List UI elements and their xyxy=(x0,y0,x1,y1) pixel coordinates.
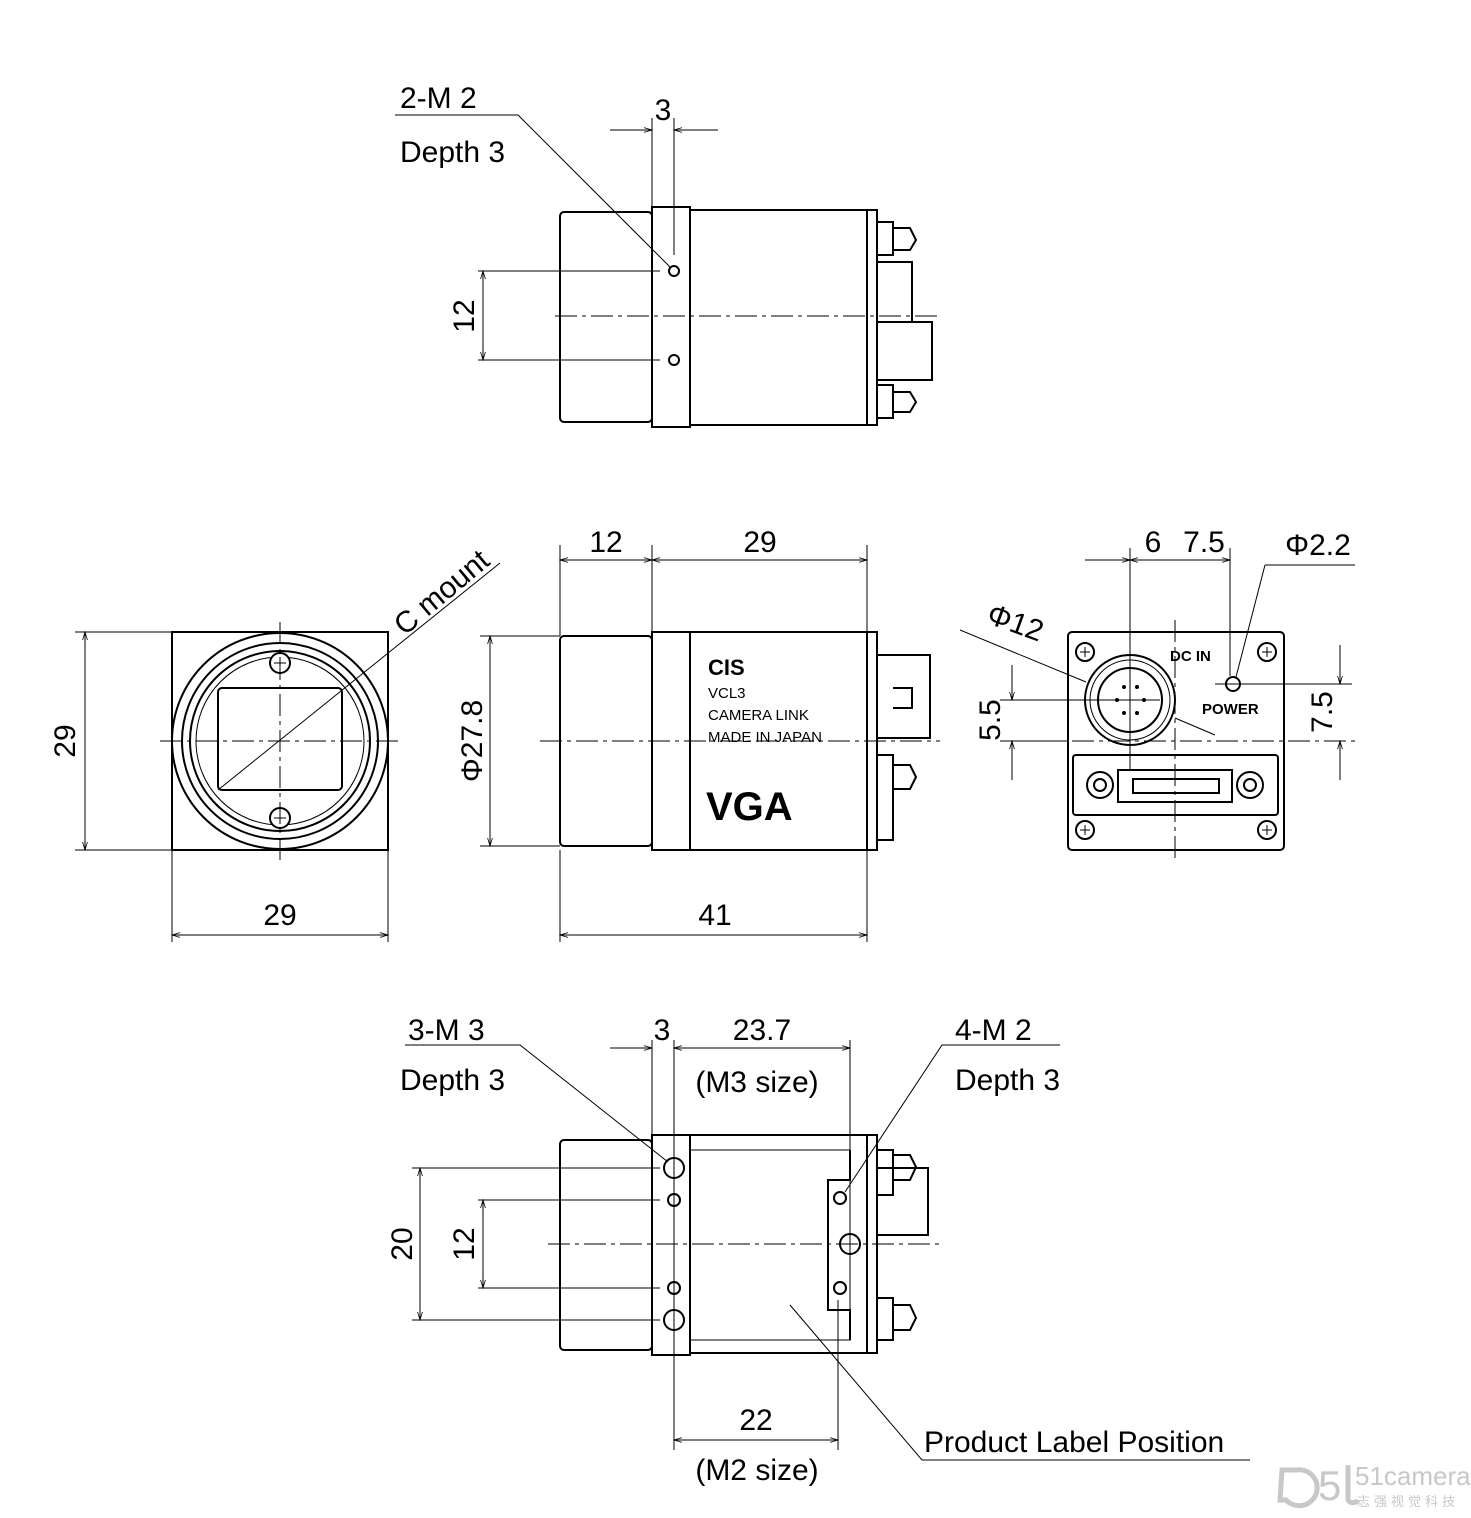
m3-hole xyxy=(839,1233,861,1255)
label-origin: MADE IN JAPAN xyxy=(708,729,822,746)
dim-hole-spacing: 12 xyxy=(448,299,481,332)
dim-m2-span: 22 xyxy=(739,1404,772,1437)
m2-hole xyxy=(833,1281,847,1295)
dc-in-label: DC IN xyxy=(1170,648,1211,665)
m2-depth: Depth 3 xyxy=(955,1064,1060,1097)
m2-hole xyxy=(833,1191,847,1205)
watermark-subtitle: 志强视觉科技 xyxy=(1357,1494,1459,1509)
label-resolution: VGA xyxy=(706,785,793,829)
dim-connector-y: 5.5 xyxy=(974,699,1007,741)
dim-connector-x: 6 xyxy=(1145,526,1162,559)
screw-icons xyxy=(1075,642,1277,840)
label-interface: CAMERA LINK xyxy=(708,707,809,724)
mount-hole xyxy=(668,354,680,366)
dim-width: 29 xyxy=(263,899,296,932)
dim-front: 12 xyxy=(589,526,622,559)
top-view: 2-M 2 Depth 3 3 12 xyxy=(395,82,940,428)
dim-m3-spacing: 20 xyxy=(386,1227,419,1260)
dim-body: 29 xyxy=(743,526,776,559)
dim-offset: 3 xyxy=(655,94,672,127)
dim-connector-diameter: Φ12 xyxy=(983,598,1048,649)
m2-callout: 4-M 2 xyxy=(955,1014,1032,1047)
rear-view: DC IN POWER 6 7.5 Φ2.2 Φ12 5.5 7.5 xyxy=(959,526,1355,860)
m3-depth: Depth 3 xyxy=(400,1064,505,1097)
dim-height: 29 xyxy=(49,724,82,757)
power-label: POWER xyxy=(1202,701,1259,718)
dim-led-diameter: Φ2.2 xyxy=(1285,529,1351,562)
dim-m2-spacing: 12 xyxy=(448,1227,481,1260)
side-view: CIS VCL3 CAMERA LINK MADE IN JAPAN VGA 1… xyxy=(456,526,940,942)
mount-label: C mount xyxy=(388,543,497,642)
dim-length: 41 xyxy=(698,899,731,932)
dim-m2-note: (M2 size) xyxy=(695,1454,818,1487)
watermark-number: 5 xyxy=(1318,1462,1341,1509)
watermark-brand: 51camera xyxy=(1355,1461,1471,1491)
dim-m3-span: 23.7 xyxy=(733,1014,791,1047)
bottom-view: 3-M 3 Depth 3 4-M 2 Depth 3 3 23.7 (M3 s… xyxy=(386,1014,1250,1487)
hole-depth: Depth 3 xyxy=(400,136,505,169)
dim-offset: 3 xyxy=(654,1014,671,1047)
dim-led-x: 7.5 xyxy=(1183,526,1225,559)
label-position-note: Product Label Position xyxy=(924,1426,1224,1459)
dim-diameter: Φ27.8 xyxy=(456,700,489,782)
front-view: 29 29 C mount xyxy=(49,543,501,942)
mount-hole xyxy=(668,265,680,277)
m3-callout: 3-M 3 xyxy=(408,1014,485,1047)
dim-led-y: 7.5 xyxy=(1306,691,1339,733)
hole-callout: 2-M 2 xyxy=(400,82,477,115)
watermark-logo: 5 51camera 志强视觉科技 xyxy=(1277,1461,1471,1509)
dim-m3-note: (M3 size) xyxy=(695,1066,818,1099)
label-model: VCL3 xyxy=(708,685,746,702)
label-brand: CIS xyxy=(708,655,745,680)
